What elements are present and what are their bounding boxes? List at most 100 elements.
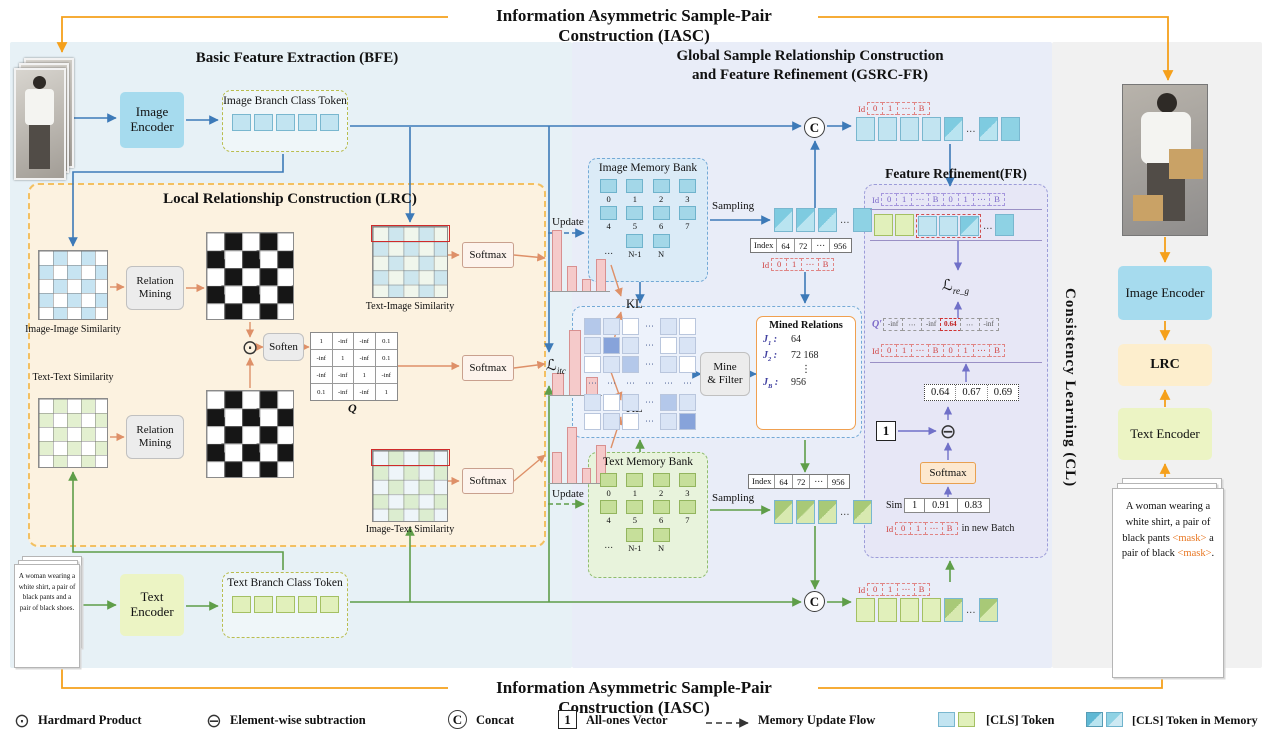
memory-slot: ⋯	[604, 248, 613, 259]
memory-cls-token-square	[944, 117, 963, 141]
j-symbol: J	[763, 377, 768, 388]
memory-slot: 7	[677, 206, 698, 231]
elementwise-subtraction-icon: ⊖	[939, 419, 957, 443]
text-class-token-box: Text Branch Class Token	[222, 572, 348, 638]
memory-slot: 2	[651, 473, 672, 498]
memory-slot: 5	[624, 206, 645, 231]
j-symbol: J	[763, 334, 768, 345]
cls-token-square	[900, 598, 919, 622]
similarity-cell	[679, 394, 696, 411]
memory-slot: 2	[651, 179, 672, 204]
cl-lrc-box: LRC	[1118, 344, 1212, 386]
similarity-cell	[679, 375, 696, 392]
memory-slot: 4	[598, 500, 619, 525]
cls-token-square	[878, 117, 897, 141]
update-label-image: Update	[552, 216, 584, 228]
sim-value: 0.91	[924, 498, 958, 513]
rule-line	[870, 362, 1042, 363]
text-encoder-box: Text Encoder	[120, 574, 184, 636]
memory-slot: 3	[677, 179, 698, 204]
text-text-similarity-matrix	[38, 398, 108, 468]
mined-relation-row: J1 : 64	[763, 334, 849, 347]
mine-filter-line1: Mine	[713, 361, 737, 374]
iasc-bottom-banner: Information Asymmetric Sample-Pair Const…	[496, 678, 772, 717]
similarity-cell	[584, 337, 601, 354]
legend-cls-label: [CLS] Token	[986, 713, 1055, 727]
similarity-cell	[641, 394, 658, 411]
text-text-similarity-label: Text-Text Similarity	[32, 372, 114, 383]
relation-matrix-2	[206, 390, 294, 478]
similarity-cell	[660, 318, 677, 335]
selected-row-highlight	[370, 224, 450, 242]
ellipsis: ...	[966, 604, 976, 616]
cls-token-legend-blue	[938, 712, 955, 727]
id-cell: 1	[910, 522, 927, 535]
cls-token-square	[297, 113, 317, 131]
image-class-token-title: Image Branch Class Token	[223, 95, 347, 107]
cls-token-square	[275, 595, 295, 613]
softmax-box-2: Softmax	[462, 355, 514, 381]
masked-text-part: A woman wearing a white shirt, a pair of…	[1122, 501, 1211, 544]
similarity-cell	[660, 394, 677, 411]
q-matrix-cell: -inf	[332, 333, 354, 350]
hist-bar	[552, 451, 562, 483]
masked-text-part: a pair of black	[1121, 532, 1214, 560]
subtraction-legend-icon: ⊖	[206, 709, 222, 732]
id-cell: 0	[895, 522, 912, 535]
index-cell: 72	[793, 239, 812, 252]
id-cell: ⋯	[925, 522, 943, 535]
similarity-cell	[641, 337, 658, 354]
cls-token-square	[939, 216, 958, 236]
gsrc-title-line2: and Feature Refinement (GSRC-FR)	[692, 67, 928, 83]
q-matrix-cell: 0.1	[311, 384, 333, 400]
bfe-title: Basic Feature Extraction (BFE)	[195, 50, 399, 66]
softmax-box-1: Softmax	[462, 242, 514, 268]
similarity-cell	[603, 318, 620, 335]
image-image-similarity-label: Image-Image Similarity	[25, 324, 121, 335]
mined-relation-row: JB : 956	[763, 377, 849, 390]
memory-cls-token-square	[818, 500, 837, 524]
q-matrix-cell: 1	[354, 367, 376, 384]
memory-cls-token-square	[774, 208, 793, 232]
id-cell: B	[913, 102, 930, 115]
similarity-cell	[679, 356, 696, 373]
similarity-cell	[584, 375, 601, 392]
similarity-cell	[679, 337, 696, 354]
image-class-token-box: Image Branch Class Token	[222, 90, 348, 152]
text-class-token-title: Text Branch Class Token	[227, 577, 343, 589]
ellipsis: ...	[966, 123, 976, 135]
masked-text-part: .	[1211, 548, 1215, 560]
q-matrix-cell: -inf	[332, 367, 354, 384]
j-symbol: J	[763, 350, 768, 361]
memory-slot: 7	[677, 500, 698, 525]
similarity-cell	[641, 413, 658, 430]
hist-bar	[596, 445, 606, 483]
update-label-text: Update	[552, 488, 584, 500]
id-cell: B	[913, 583, 930, 596]
new-batch-label: in new Batch	[961, 523, 1015, 534]
memory-cls-token-square	[1000, 117, 1020, 141]
image-concat-feature-row: ...	[856, 117, 1020, 141]
q-prime-cell: 0.64	[940, 318, 961, 331]
memory-slot: N	[651, 234, 672, 259]
q-matrix-cell: 1	[384, 388, 388, 396]
id-cell: ⋯	[911, 344, 929, 357]
cls-token-square	[275, 113, 295, 131]
text-image-similarity-matrix	[372, 226, 448, 298]
similarity-cell	[622, 375, 639, 392]
similarity-cell	[584, 356, 601, 373]
id-label: Id	[858, 103, 866, 114]
masked-text-card: A woman wearing a white shirt, a pair of…	[1112, 488, 1224, 678]
similarity-cell	[660, 337, 677, 354]
similarity-cell	[603, 413, 620, 430]
relation-mining-box-2: Relation Mining	[126, 415, 184, 459]
id-cell: 0	[867, 102, 884, 115]
